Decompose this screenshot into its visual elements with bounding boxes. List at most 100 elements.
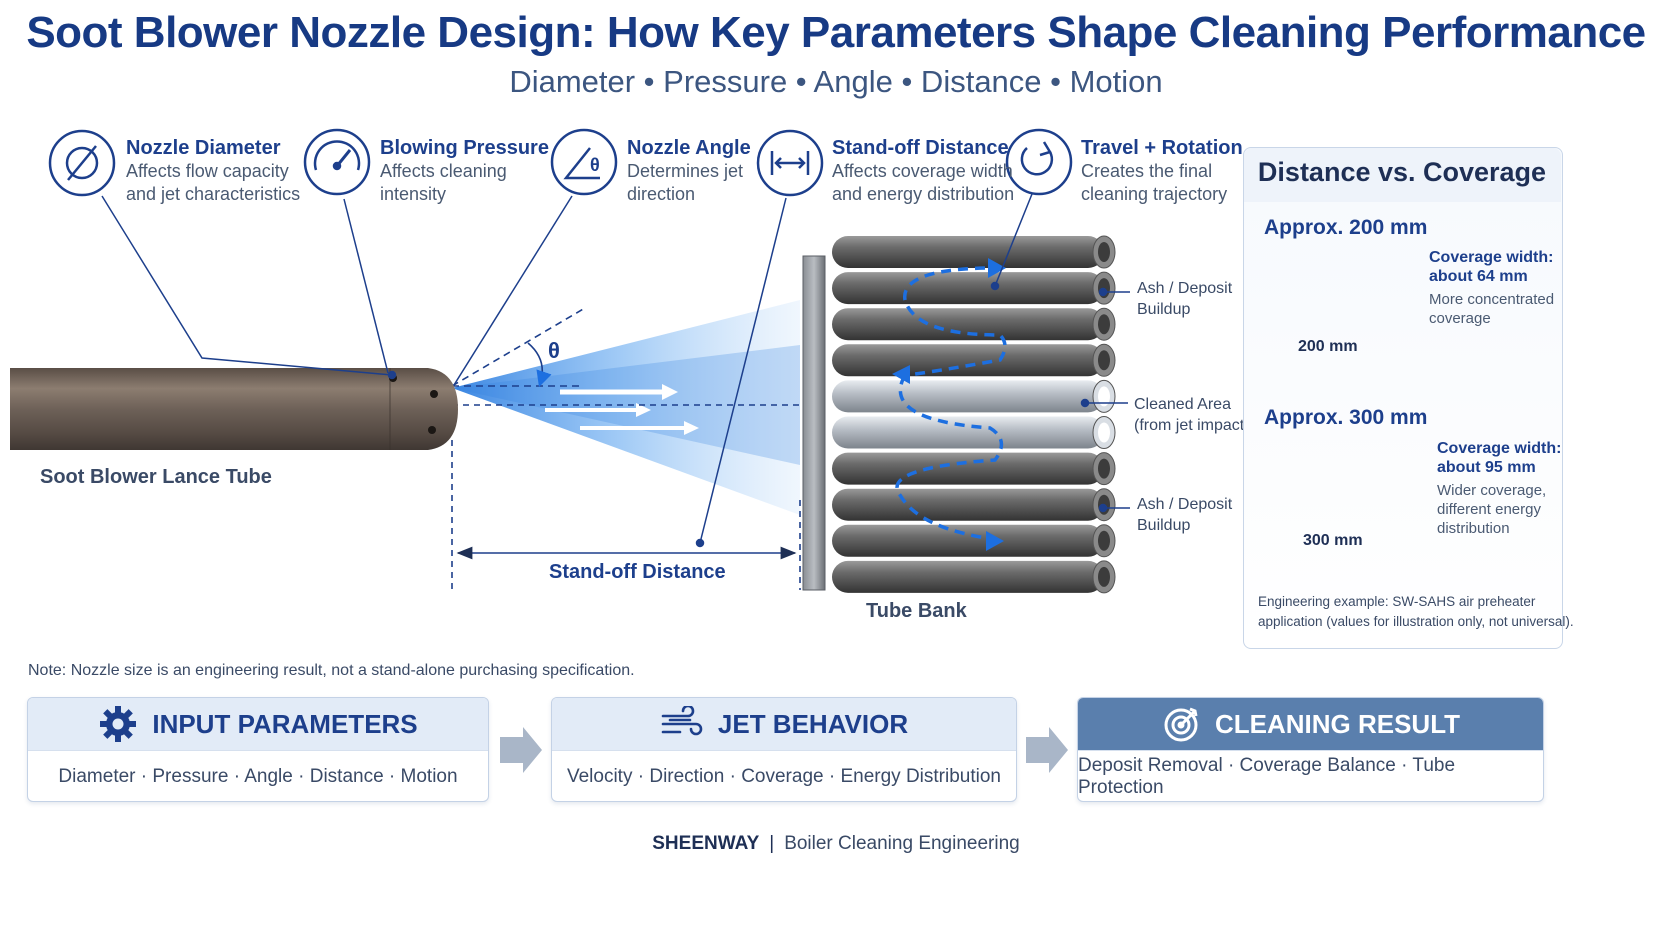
param-title: Nozzle Diameter bbox=[126, 137, 281, 159]
ash-deposit-label-top: Ash / Deposit Buildup bbox=[1137, 278, 1232, 320]
angle-icon: θ bbox=[550, 128, 618, 196]
tube-bore bbox=[1098, 530, 1110, 551]
param-blowing-pressure: Blowing Pressure Affects cleaning intens… bbox=[380, 137, 549, 206]
tube-bore bbox=[1098, 242, 1110, 262]
dirty-tube bbox=[832, 308, 1104, 341]
clean-tube bbox=[832, 416, 1104, 449]
standoff-label: Stand-off Distance bbox=[549, 561, 726, 583]
param-nozzle-angle: Nozzle Angle Determines jet direction bbox=[627, 137, 751, 206]
param-desc: Affects coverage width bbox=[832, 161, 1013, 181]
coverage-line: about 64 mm bbox=[1429, 268, 1528, 285]
wind-icon bbox=[661, 706, 703, 736]
flow-title: INPUT PARAMETERS bbox=[152, 708, 418, 739]
param-desc: Affects cleaning bbox=[380, 161, 507, 181]
dim-200-label: 200 mm bbox=[1298, 338, 1358, 355]
lance-label: Soot Blower Lance Tube bbox=[40, 466, 272, 488]
flow-title: JET BEHAVIOR bbox=[717, 708, 909, 739]
coverage-line: different energy bbox=[1437, 501, 1541, 518]
tube-bank bbox=[802, 235, 1116, 594]
coverage-line: about 95 mm bbox=[1437, 459, 1536, 476]
page-title: Soot Blower Nozzle Design: How Key Param… bbox=[26, 8, 1646, 57]
label-line: Cleaned Area bbox=[1134, 396, 1231, 413]
angle-indicator bbox=[451, 307, 800, 406]
target-icon bbox=[1164, 707, 1198, 742]
example-line: application (values for illustration onl… bbox=[1258, 614, 1574, 629]
dim-300-label: 300 mm bbox=[1303, 532, 1363, 549]
approx-300-label: Approx. 300 mm bbox=[1264, 406, 1428, 429]
coverage-line: More concentrated bbox=[1429, 291, 1555, 308]
flow-cleaning-result: CLEANING RESULT Deposit Removal · Covera… bbox=[1077, 697, 1544, 802]
dirty-tube bbox=[832, 452, 1104, 485]
param-travel-rotation: Travel + Rotation Creates the final clea… bbox=[1081, 137, 1243, 206]
coverage-line: coverage bbox=[1429, 310, 1491, 327]
param-title: Blowing Pressure bbox=[380, 137, 549, 159]
coverage-300-text: Coverage width: about 95 mm Wider covera… bbox=[1437, 439, 1561, 538]
callout-lines bbox=[101, 193, 1130, 548]
label-line: (from jet impact) bbox=[1134, 417, 1250, 434]
flow-input-parameters: INPUT PARAMETERS Diameter · Pressure · A… bbox=[27, 697, 489, 802]
label-line: Buildup bbox=[1137, 301, 1191, 318]
param-title: Travel + Rotation bbox=[1081, 137, 1243, 159]
flow-arrow bbox=[1026, 727, 1068, 773]
coverage-line: Coverage width: bbox=[1429, 249, 1554, 266]
tube-bore bbox=[1098, 386, 1110, 407]
lance-tube bbox=[10, 368, 458, 450]
flow-arrow bbox=[500, 727, 542, 773]
svg-text:θ: θ bbox=[590, 155, 600, 175]
footer-brand: SHEENWAY bbox=[652, 833, 760, 854]
coverage-line: Wider coverage, bbox=[1437, 482, 1547, 499]
coverage-line: Coverage width: bbox=[1437, 440, 1562, 457]
tube-bore bbox=[1098, 566, 1110, 587]
engineering-example: Engineering example: SW-SAHS air preheat… bbox=[1258, 592, 1574, 632]
dirty-tube bbox=[832, 524, 1104, 557]
param-desc: Determines jet bbox=[627, 161, 744, 181]
panel-header bbox=[1244, 148, 1561, 202]
angle-theta-label: θ bbox=[548, 338, 560, 363]
coverage-200-text: Coverage width: about 64 mm More concent… bbox=[1429, 248, 1554, 328]
example-line: Engineering example: SW-SAHS air preheat… bbox=[1258, 594, 1536, 609]
standoff-dimension bbox=[451, 440, 801, 590]
distance-icon bbox=[756, 129, 824, 197]
panel-title: Distance vs. Coverage bbox=[1257, 157, 1547, 187]
tube-bore bbox=[1098, 422, 1110, 443]
tube-bore bbox=[1098, 458, 1110, 479]
flow-header: JET BEHAVIOR bbox=[552, 698, 1016, 750]
param-desc: Creates the final bbox=[1081, 161, 1213, 181]
label-line: Ash / Deposit bbox=[1137, 496, 1233, 513]
label-line: Buildup bbox=[1137, 517, 1191, 534]
approx-200-label: Approx. 200 mm bbox=[1264, 216, 1428, 239]
ash-deposit-label-bottom: Ash / Deposit Buildup bbox=[1137, 494, 1232, 536]
param-desc: and jet characteristics bbox=[126, 184, 301, 204]
param-desc: cleaning trajectory bbox=[1081, 184, 1228, 204]
tube-bore bbox=[1098, 350, 1110, 371]
dirty-tube bbox=[832, 344, 1104, 377]
param-desc: and energy distribution bbox=[832, 184, 1015, 204]
flow-body: Velocity · Direction · Coverage · Energy… bbox=[552, 750, 1016, 801]
dirty-tube bbox=[832, 560, 1104, 593]
flow-header: CLEANING RESULT bbox=[1078, 698, 1543, 750]
flow-body: Diameter · Pressure · Angle · Distance ·… bbox=[28, 750, 488, 801]
note-text: Note: Nozzle size is an engineering resu… bbox=[28, 662, 635, 679]
cleaned-area-label: Cleaned Area (from jet impact) bbox=[1134, 394, 1250, 436]
param-desc: intensity bbox=[380, 184, 447, 204]
footer-tagline: Boiler Cleaning Engineering bbox=[784, 833, 1020, 854]
clean-tube bbox=[832, 380, 1104, 413]
param-standoff-distance: Stand-off Distance Affects coverage widt… bbox=[832, 137, 1014, 206]
footer-separator: | bbox=[769, 833, 775, 854]
rotation-icon bbox=[1005, 128, 1073, 196]
footer: SHEENWAY | Boiler Cleaning Engineering bbox=[0, 833, 1672, 855]
tube-bore bbox=[1098, 314, 1110, 335]
flow-body: Deposit Removal · Coverage Balance · Tub… bbox=[1078, 750, 1543, 801]
dirty-tube bbox=[832, 488, 1104, 521]
coverage-line: distribution bbox=[1437, 520, 1510, 537]
flow-header: INPUT PARAMETERS bbox=[28, 698, 488, 750]
dirty-tube bbox=[832, 272, 1104, 305]
page-subtitle: Diameter • Pressure • Angle • Distance •… bbox=[509, 64, 1163, 99]
label-line: Ash / Deposit bbox=[1137, 280, 1233, 297]
diameter-icon bbox=[48, 129, 116, 197]
tube-bank-label: Tube Bank bbox=[866, 600, 967, 622]
param-nozzle-diameter: Nozzle Diameter Affects flow capacity an… bbox=[126, 137, 300, 206]
jet-spray bbox=[452, 300, 800, 515]
flow-jet-behavior: JET BEHAVIOR Velocity · Direction · Cove… bbox=[551, 697, 1017, 802]
